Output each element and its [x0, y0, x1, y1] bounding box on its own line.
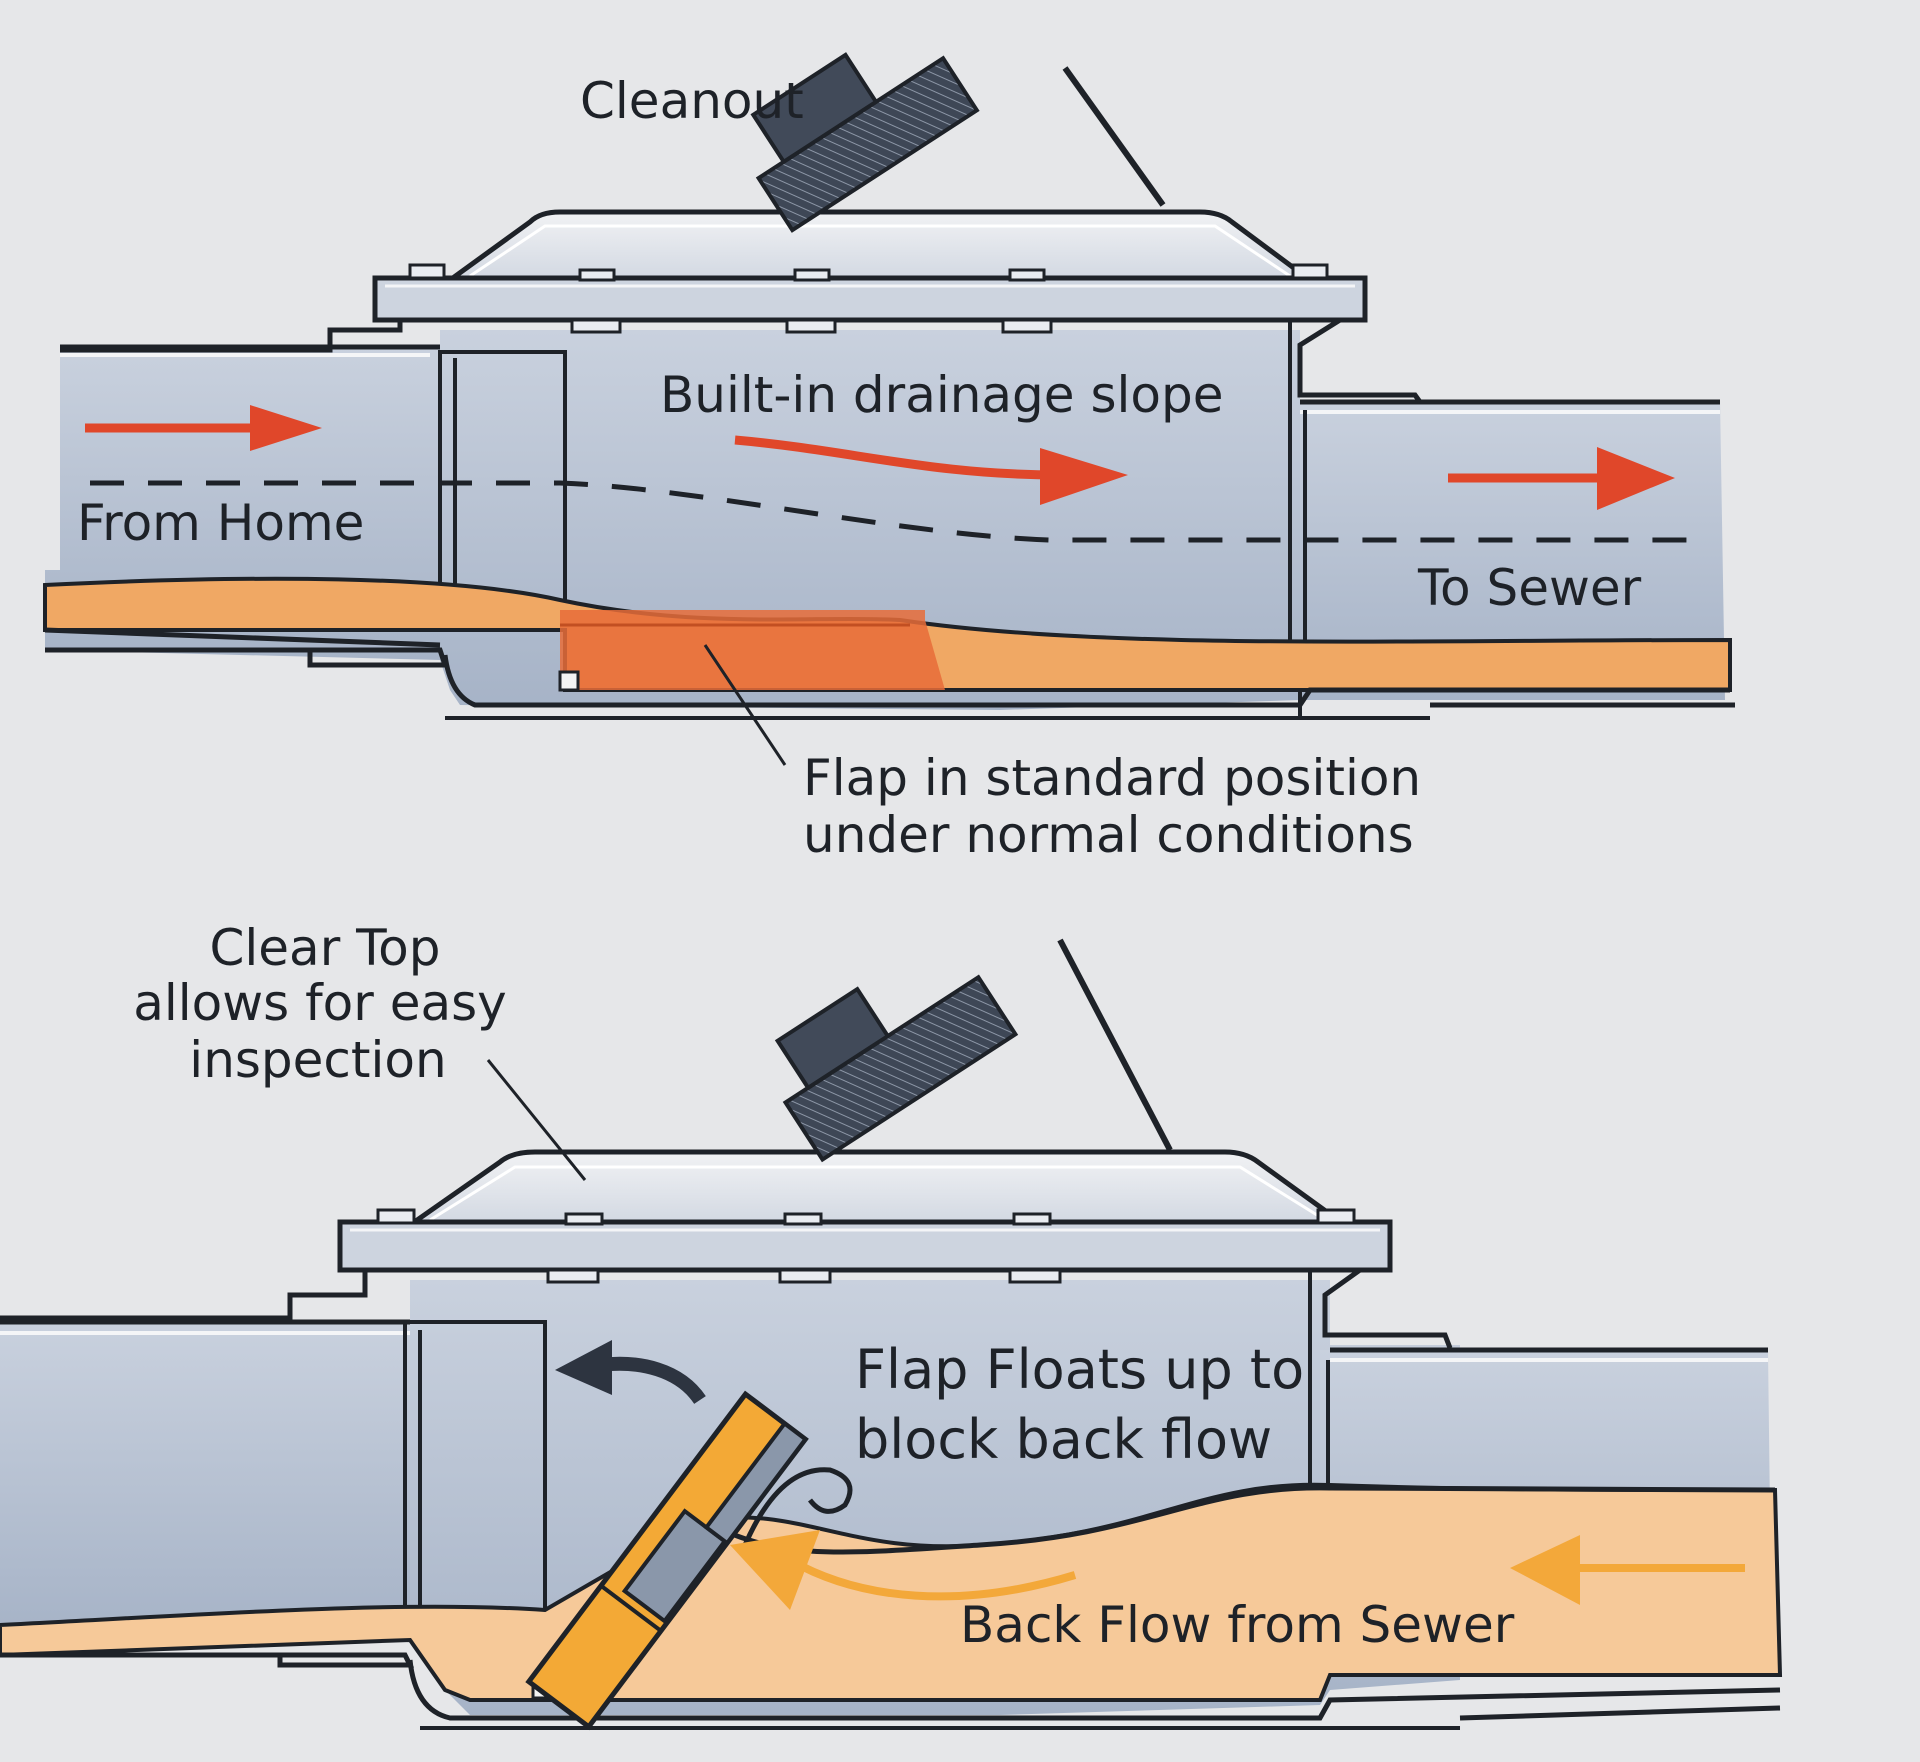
bottom-flap-rotation-arrow [555, 1340, 706, 1405]
bottom-cleanout-cap [774, 974, 1019, 1163]
flap-standard-label-line1: Flap in standard position [803, 749, 1421, 807]
top-cleanout-cap [750, 52, 980, 233]
bottom-backflow-arrow-middle [730, 1530, 1077, 1610]
top-clear-lid [442, 209, 1318, 283]
bottom-backflow-arrow-right [1510, 1535, 1745, 1605]
clear-top-label-line3: inspection [189, 1031, 446, 1089]
clear-top-label-line2: allows for easy [133, 974, 507, 1032]
bottom-valve: Clear Top allows for easy inspection Fla… [0, 919, 1783, 1731]
top-valve: Cleanout Built-in drainage slope From Ho… [43, 52, 1735, 864]
clear-top-label-line1: Clear Top [209, 919, 440, 977]
from-home-label: From Home [77, 494, 364, 552]
top-water-level-line [90, 480, 1700, 543]
top-flange [372, 275, 1368, 323]
bottom-inlet-pipe [0, 1322, 545, 1635]
bottom-clear-lid [402, 1149, 1353, 1228]
top-flow-arrow-left [85, 405, 322, 451]
bottom-backflow-swirl [742, 1467, 853, 1547]
top-flow-arrow-right [1448, 447, 1675, 510]
clear-top-leader-line [486, 1059, 587, 1181]
to-sewer-label: To Sewer [1417, 559, 1642, 617]
cleanout-label: Cleanout [580, 72, 804, 130]
top-flap-leader-line [703, 644, 787, 766]
drainage-slope-label: Built-in drainage slope [660, 366, 1223, 424]
bottom-floating-flap [525, 1390, 809, 1731]
backflow-from-sewer-label: Back Flow from Sewer [960, 1596, 1515, 1654]
flap-floats-label-line2: block back flow [855, 1408, 1272, 1471]
top-flap [560, 610, 945, 690]
flap-floats-label-line1: Flap Floats up to [855, 1338, 1304, 1401]
flap-standard-label-line2: under normal conditions [803, 806, 1414, 864]
top-flow-arrow-middle [734, 435, 1128, 505]
